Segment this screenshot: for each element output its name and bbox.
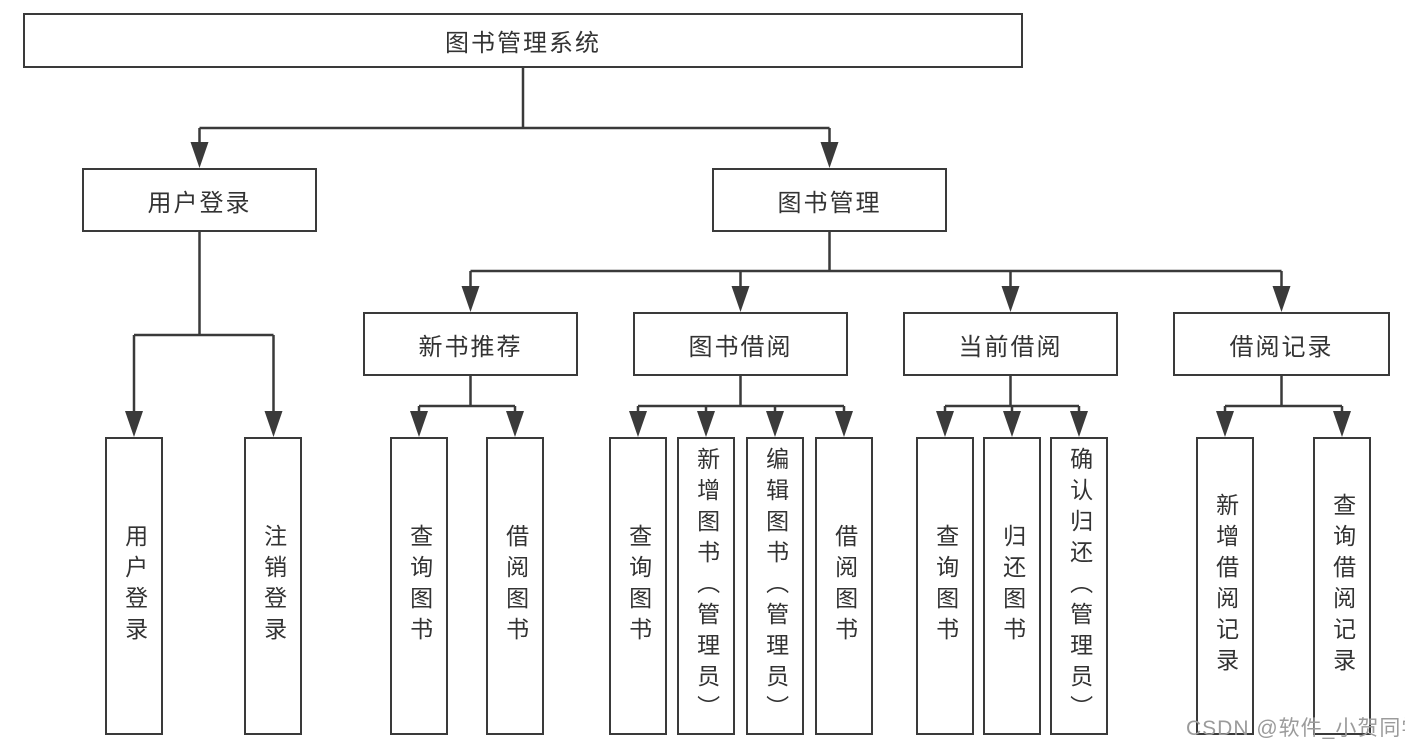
node-label: 图书借阅: [688, 333, 793, 361]
leaf-return-book: 归还图书: [983, 437, 1041, 735]
leaf-add-borrow-record: 新增借阅记录: [1196, 437, 1254, 735]
leaf-borrow-books-newbooks: 借阅图书: [486, 437, 544, 735]
arrow-down-icon: [1003, 411, 1021, 437]
node-label: 借阅图书: [502, 524, 529, 648]
arrow-down-icon: [506, 411, 524, 437]
node-borrow-records: 借阅记录: [1173, 312, 1390, 376]
arrow-down-icon: [835, 411, 853, 437]
node-book-management: 图书管理: [712, 168, 947, 232]
connector-book-borrowing-children: [629, 376, 853, 437]
watermark: CSDN @软件_小贺同学: [1186, 717, 1405, 740]
arrow-down-icon: [410, 411, 428, 437]
node-root: 图书管理系统: [23, 13, 1023, 68]
node-label: 图书管理: [777, 189, 882, 217]
leaf-query-borrow-record: 查询借阅记录: [1313, 437, 1371, 735]
node-label: 注销登录: [260, 524, 287, 648]
arrow-down-icon: [1001, 286, 1020, 312]
connector-borrow-records-children: [1216, 376, 1351, 437]
arrow-down-icon: [731, 286, 750, 312]
leaf-confirm-return-admin: 确认归还（管理员）: [1050, 437, 1108, 735]
node-label: 新增借阅记录: [1212, 493, 1239, 679]
node-label: 新书推荐: [418, 333, 523, 361]
node-label: 用户登录: [121, 524, 148, 648]
node-label: 查询图书: [406, 524, 433, 648]
node-label: 当前借阅: [958, 333, 1063, 361]
connector-current-borrowing-children: [936, 376, 1088, 437]
node-label: 借阅记录: [1229, 333, 1334, 361]
leaf-user-login: 用户登录: [105, 437, 163, 735]
leaf-borrow-books-borrowing: 借阅图书: [815, 437, 873, 735]
node-label: 新增图书（管理员）: [693, 446, 720, 726]
arrow-down-icon: [1070, 411, 1088, 437]
arrow-down-icon: [1333, 411, 1351, 437]
leaf-query-books-borrowing: 查询图书: [609, 437, 667, 735]
connector-new-books-children: [410, 376, 524, 437]
node-label: 图书管理系统: [445, 30, 601, 57]
leaf-query-books-newbooks: 查询图书: [390, 437, 448, 735]
leaf-add-book-admin: 新增图书（管理员）: [677, 437, 735, 735]
node-label: 借阅图书: [831, 524, 858, 648]
node-current-borrowing: 当前借阅: [903, 312, 1118, 376]
node-label: 查询图书: [932, 524, 959, 648]
node-user-login: 用户登录: [82, 168, 317, 232]
leaf-query-books-current: 查询图书: [916, 437, 974, 735]
node-book-borrowing: 图书借阅: [633, 312, 848, 376]
arrow-down-icon: [125, 411, 143, 437]
node-label: 确认归还（管理员）: [1066, 446, 1093, 726]
arrow-down-icon: [936, 411, 954, 437]
arrow-down-icon: [629, 411, 647, 437]
node-new-books: 新书推荐: [363, 312, 578, 376]
leaf-logout: 注销登录: [244, 437, 302, 735]
arrow-down-icon: [190, 142, 209, 168]
arrow-down-icon: [461, 286, 480, 312]
node-label: 用户登录: [147, 189, 252, 217]
node-label: 编辑图书（管理员）: [762, 446, 789, 726]
arrow-down-icon: [697, 411, 715, 437]
arrow-down-icon: [264, 411, 283, 437]
arrow-down-icon: [766, 411, 784, 437]
connector-user-login-children: [125, 232, 283, 437]
connector-book-management-sections: [461, 232, 1291, 312]
arrow-down-icon: [820, 142, 839, 168]
arrow-down-icon: [1216, 411, 1234, 437]
arrow-down-icon: [1272, 286, 1291, 312]
node-label: 查询图书: [625, 524, 652, 648]
connector-root-to-level2: [190, 68, 839, 168]
leaf-edit-book-admin: 编辑图书（管理员）: [746, 437, 804, 735]
node-label: 归还图书: [999, 524, 1026, 648]
node-label: 查询借阅记录: [1329, 493, 1356, 679]
